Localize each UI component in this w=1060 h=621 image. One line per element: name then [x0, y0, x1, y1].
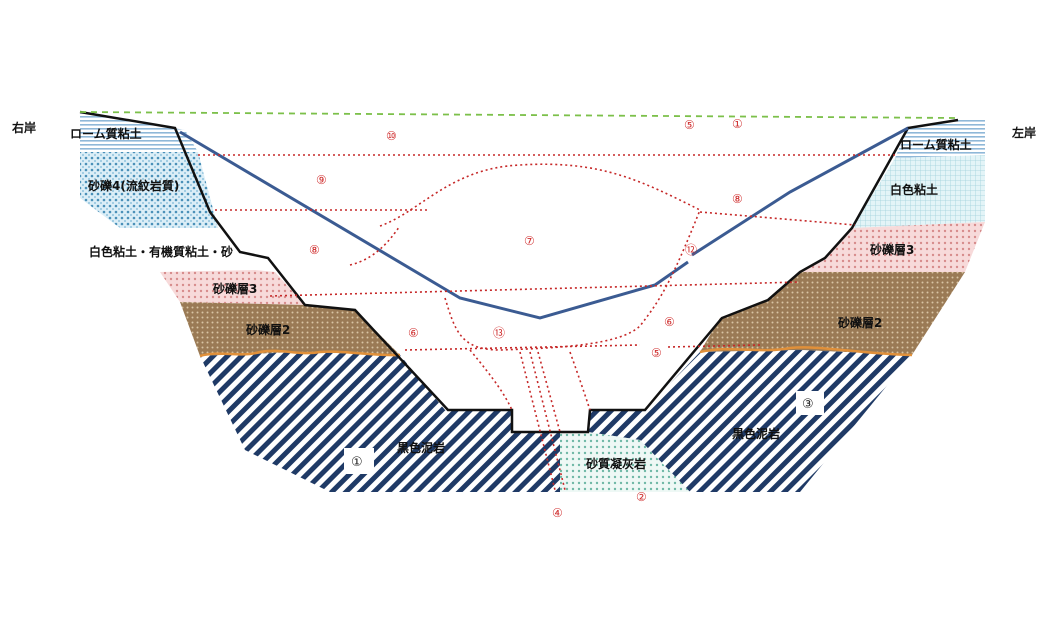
- gravel3-label-right: 砂礫層3: [869, 242, 914, 257]
- zone-7: ⑦: [524, 234, 535, 248]
- mudstone-label-right: 黒色泥岩: [732, 426, 780, 441]
- foundation-2: ②: [636, 490, 647, 504]
- zone-5-top: ⑤: [684, 118, 695, 132]
- zone-12: ⑫: [685, 243, 697, 257]
- zone-10: ⑩: [386, 129, 397, 143]
- mudstone-right: [588, 350, 912, 492]
- white-clay-label: 白色粘土: [890, 182, 938, 197]
- loam-layer-left: [80, 112, 198, 152]
- zone-8-left: ⑧: [309, 243, 320, 257]
- zone-9: ⑨: [316, 173, 327, 187]
- foundation-4: ④: [552, 506, 563, 520]
- zone-6-right: ⑥: [664, 315, 675, 329]
- zone-8-right: ⑧: [732, 192, 743, 206]
- gravel2-label-right: 砂礫層2: [837, 315, 882, 330]
- zone-1-top: ①: [732, 117, 743, 131]
- zone-13: ⑬: [493, 326, 505, 340]
- left-bank-label: 左岸: [1011, 125, 1036, 140]
- zone-6-left: ⑥: [408, 326, 419, 340]
- right-bank-label: 右岸: [11, 120, 36, 135]
- dam-crest-line: [79, 111, 959, 119]
- loam-layer-right: [895, 120, 985, 158]
- foundation-3: ③: [802, 397, 814, 412]
- foundation-1: ①: [351, 455, 363, 470]
- zone-5-bottom: ⑤: [651, 346, 662, 360]
- tuff-label: 砂質凝灰岩: [585, 456, 646, 471]
- white-clay-mix-label: 白色粘土・有機質粘土・砂: [89, 244, 233, 259]
- tuff-layer: [560, 432, 690, 492]
- loam-label-left: ローム質粘土: [70, 126, 142, 141]
- mudstone-label-left: 黒色泥岩: [397, 440, 445, 455]
- gravel3-layer-left: [160, 270, 305, 305]
- bedrock-boundary-right: [699, 346, 913, 357]
- mudstone-left: [200, 352, 560, 492]
- gravel4-layer: [80, 152, 218, 228]
- bedrock-boundary: [199, 349, 401, 358]
- gravel2-layer-left: [180, 302, 400, 356]
- gravel4-label: 砂礫4(流紋岩質): [87, 178, 179, 193]
- zone-boundaries: [198, 154, 895, 491]
- gravel2-layer-right: [700, 272, 965, 355]
- gravel2-label-left: 砂礫層2: [245, 322, 290, 337]
- loam-label-right: ローム質粘土: [900, 137, 972, 152]
- white-clay-layer: [852, 155, 985, 228]
- foundation-3-box: [796, 391, 824, 415]
- gravel3-label-left: 砂礫層3: [212, 281, 257, 296]
- blue-line-right: [691, 126, 909, 257]
- white-clay-mix-layer: [120, 228, 255, 272]
- excavation-outline: [79, 110, 959, 434]
- blue-line-left: [179, 130, 689, 320]
- foundation-1-box: [344, 448, 374, 474]
